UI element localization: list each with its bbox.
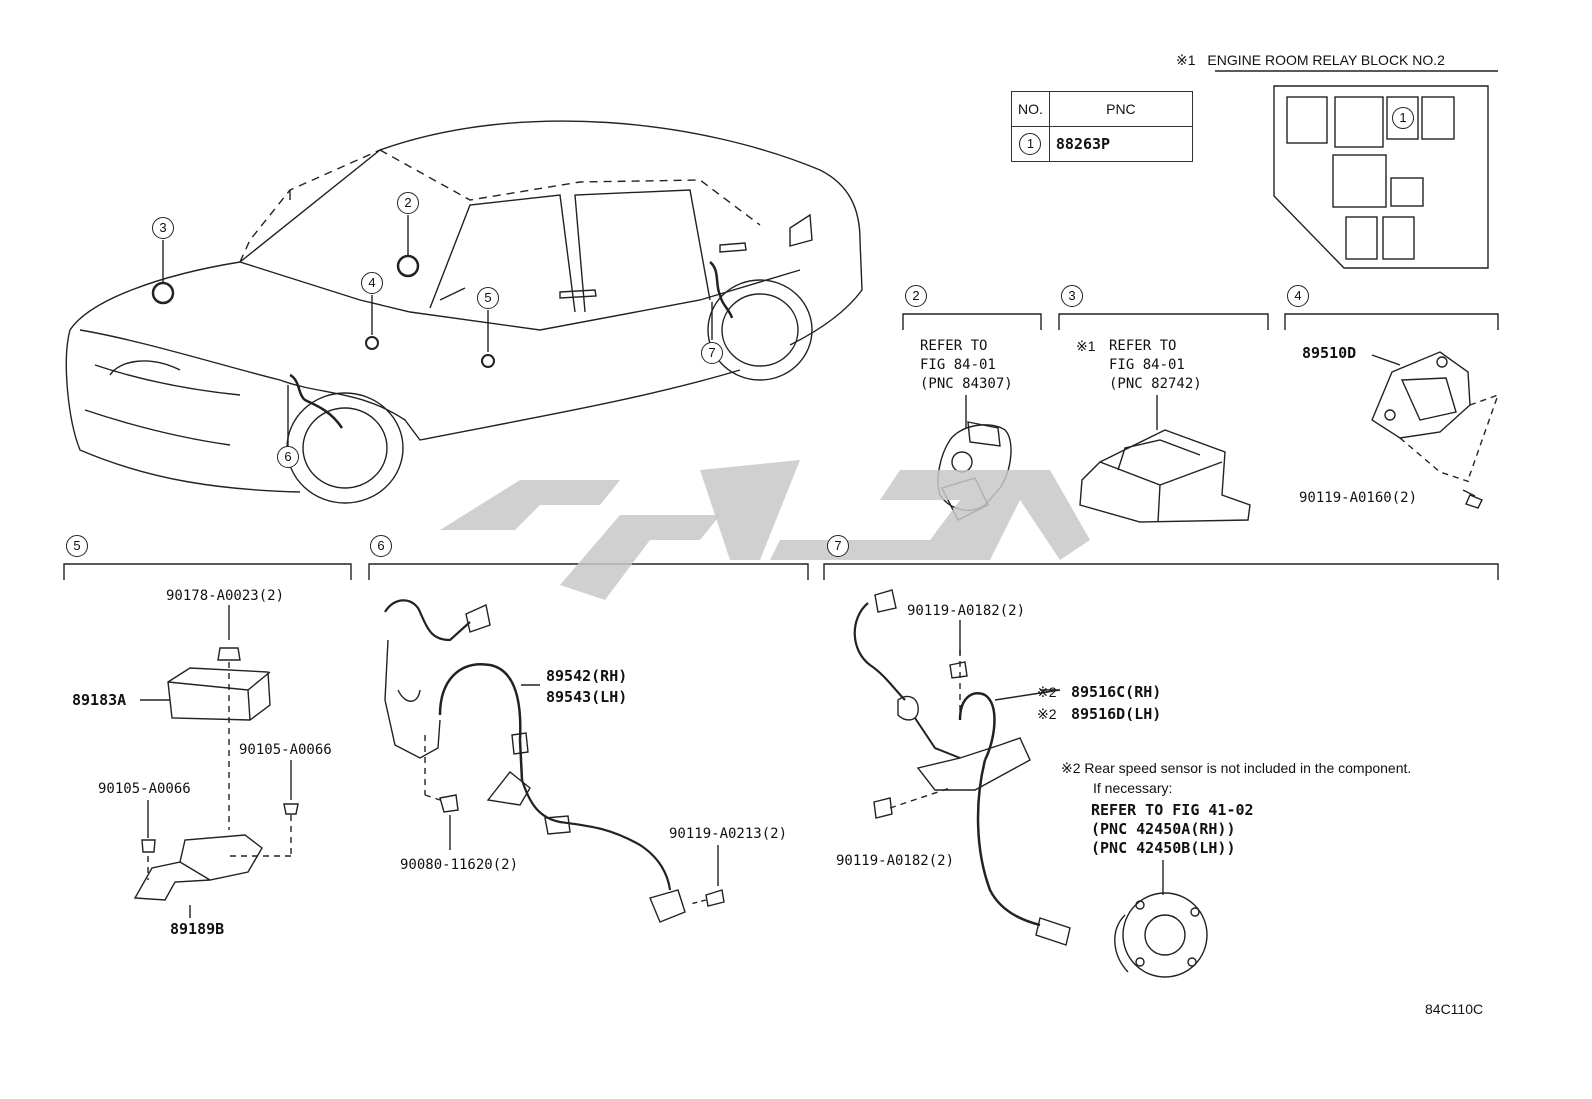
car-illustration: [65, 120, 863, 504]
s7-note-line1: ※2 Rear speed sensor is not included in …: [1061, 760, 1412, 776]
section-number-6: 6: [370, 535, 392, 557]
s3-ref-mark: ※1: [1076, 338, 1096, 354]
car-callout-4: 4: [361, 272, 383, 294]
s3-refer-line1: REFER TO: [1109, 338, 1177, 354]
s7-ref-mark-lh: ※2: [1037, 706, 1057, 722]
section-number-3: 3: [1061, 285, 1083, 307]
s5-part-nut-top: 90178-A0023(2): [166, 588, 285, 604]
section3-illustration: [1079, 395, 1251, 523]
section7-illustration: [853, 589, 1208, 978]
s7-ref-mark-rh: ※2: [1037, 684, 1057, 700]
car-callout-3: 3: [152, 217, 174, 239]
s7-part-bolt-top: 90119-A0182(2): [907, 603, 1026, 619]
car-callout-2: 2: [397, 192, 419, 214]
relay-block-title: ENGINE ROOM RELAY BLOCK NO.2: [1207, 52, 1445, 68]
pnc-row-value: 88263P: [1048, 126, 1193, 162]
car-callout-5: 5: [477, 287, 499, 309]
s5-part-bracket: 89189B: [170, 920, 225, 938]
s6-part-rh: 89542(RH): [546, 667, 628, 685]
s5-part-bolt-right: 90105-A0066: [239, 742, 332, 758]
s6-part-bolt-bottom: 90080-11620(2): [400, 857, 519, 873]
section-number-2: 2: [905, 285, 927, 307]
relay-position-marker: 1: [1392, 107, 1414, 129]
s2-refer-line3: (PNC 84307): [920, 376, 1013, 392]
s7-part-lh: 89516D(LH): [1071, 705, 1162, 723]
s6-part-lh: 89543(LH): [546, 688, 628, 706]
table-row: 1 88263P: [1011, 126, 1193, 162]
s4-part-bolt: 90119-A0160(2): [1299, 490, 1418, 506]
pnc-table: NO. PNC 1 88263P: [1011, 91, 1193, 162]
pnc-row-no: 1: [1019, 133, 1042, 155]
car-callout-6: 6: [277, 446, 299, 468]
s7-part-rh: 89516C(RH): [1071, 683, 1162, 701]
section-number-7: 7: [827, 535, 849, 557]
pnc-table-header-pnc: PNC: [1048, 91, 1193, 127]
watermark-logo: [440, 460, 1090, 600]
s3-refer-line2: FIG 84-01: [1109, 357, 1185, 373]
section6-illustration: [384, 599, 725, 923]
figure-code: 84C110C: [1425, 1001, 1484, 1017]
section5-illustration: [133, 605, 299, 918]
car-callout-7: 7: [701, 342, 723, 364]
s5-part-bolt-left: 90105-A0066: [98, 781, 191, 797]
s4-part-main: 89510D: [1302, 344, 1357, 362]
s3-refer-line3: (PNC 82742): [1109, 376, 1202, 392]
section4-illustration: [1371, 351, 1500, 509]
s7-part-bolt-bottom: 90119-A0182(2): [836, 853, 955, 869]
s7-note-line2: If necessary:: [1093, 780, 1173, 796]
s5-part-sensor: 89183A: [72, 691, 127, 709]
s7-refer-line1: REFER TO FIG 41-02: [1091, 801, 1254, 819]
section-number-4: 4: [1287, 285, 1309, 307]
relay-block-heading: ※1 ENGINE ROOM RELAY BLOCK NO.2: [1176, 52, 1445, 69]
s2-refer-line2: FIG 84-01: [920, 357, 996, 373]
pnc-table-header-no: NO.: [1011, 91, 1050, 127]
section-number-5: 5: [66, 535, 88, 557]
s7-refer-line3: (PNC 42450B(LH)): [1091, 839, 1236, 857]
s6-part-bolt-right: 90119-A0213(2): [669, 826, 788, 842]
s2-refer-line1: REFER TO: [920, 338, 988, 354]
s7-refer-line2: (PNC 42450A(RH)): [1091, 820, 1236, 838]
ref-mark: ※1: [1176, 52, 1196, 68]
relay-block-illustration: [1215, 70, 1498, 269]
